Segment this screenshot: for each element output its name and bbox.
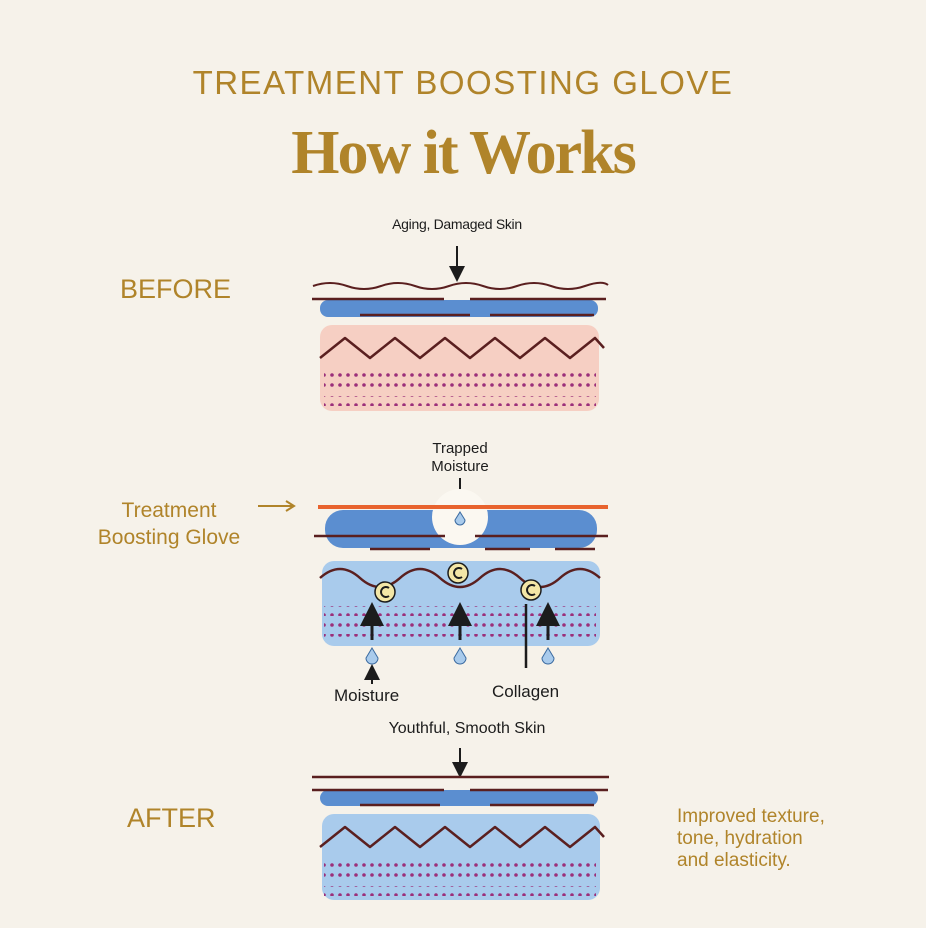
result-line1: Improved texture, [677, 806, 825, 827]
page-title: How it Works [291, 119, 636, 187]
glove-label: Treatment Boosting Glove [84, 497, 254, 551]
moisture-droplet-icon [365, 647, 379, 665]
result-text: Improved texture, tone, hydration and el… [677, 806, 825, 872]
after-caption: Youthful, Smooth Skin [388, 720, 546, 737]
after-label: AFTER [127, 803, 216, 833]
before-collagen-wave [319, 336, 605, 360]
collagen-badge-icon [520, 579, 542, 601]
result-line2: tone, hydration [677, 828, 803, 849]
collagen-badge-icon [374, 581, 396, 603]
trapped-line2: Moisture [431, 458, 489, 475]
glove-label-line1: Treatment [121, 499, 217, 522]
trapped-line1: Trapped [432, 440, 488, 457]
after-collagen-wave [319, 825, 605, 849]
glove-collagen-wave [319, 567, 601, 589]
before-caption: Aging, Damaged Skin [392, 216, 522, 232]
collagen-badge-icon [447, 562, 469, 584]
before-label: BEFORE [120, 274, 232, 304]
after-diagram [312, 748, 609, 900]
kicker-text: TREATMENT BOOSTING GLOVE [192, 64, 734, 101]
trapped-droplet-icon [454, 511, 466, 526]
after-epidermis [320, 790, 598, 806]
before-epidermis [320, 300, 598, 317]
glove-layer [318, 505, 608, 509]
glove-label-line2: Boosting Glove [97, 526, 241, 549]
trapped-moisture-label: Trapped Moisture [410, 440, 510, 476]
before-diagram [312, 246, 609, 411]
glove-diagram [258, 478, 608, 684]
before-surface-wave [312, 281, 609, 290]
moisture-droplet-icon [541, 647, 555, 665]
moisture-label: Moisture [334, 686, 400, 705]
moisture-droplet-icon [453, 647, 467, 665]
result-line3: and elasticity. [677, 850, 791, 871]
collagen-label: Collagen [492, 682, 560, 701]
